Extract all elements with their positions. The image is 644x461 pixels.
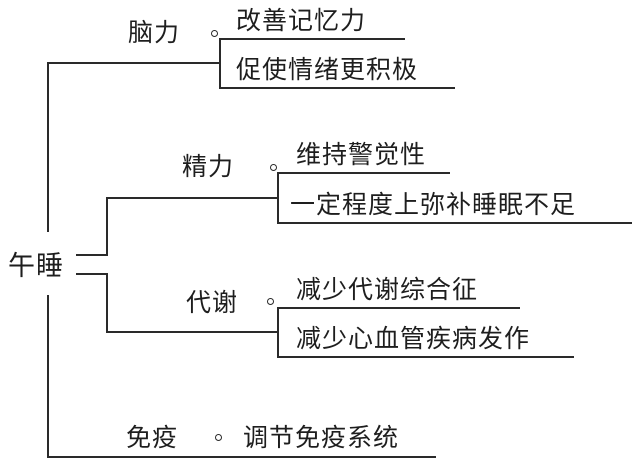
- root-node: 午睡: [8, 251, 64, 282]
- branch-immunity-node-icon: [215, 434, 222, 441]
- branch-energy-item-1-underline: [277, 172, 450, 174]
- branch-brain-label: 脑力: [128, 18, 181, 47]
- branch-brain-item-1-underline: [219, 38, 405, 40]
- spine-upper: [47, 62, 49, 232]
- branch-immunity-underline: [47, 456, 436, 458]
- branch-brain-item-2: 促使情绪更积极: [236, 55, 419, 84]
- branch-brain-item-1: 改善记忆力: [236, 6, 367, 35]
- branch-energy-item-2: 一定程度上弥补睡眠不足: [290, 190, 577, 219]
- spine-lower: [47, 295, 49, 458]
- branch-metabolism-node-icon: [267, 298, 274, 305]
- branch-energy-riser: [106, 197, 108, 256]
- branch-brain-bracket: [219, 38, 221, 89]
- branch-metabolism-item-2: 减少心血管疾病发作: [296, 324, 531, 353]
- branch-energy-connector: [106, 197, 279, 199]
- branch-metabolism-drop: [106, 273, 108, 333]
- branch-metabolism-item-1-underline: [277, 307, 520, 309]
- branch-energy-label: 精力: [182, 152, 235, 181]
- branch-metabolism-label: 代谢: [186, 288, 239, 317]
- branch-brain-node-icon: [211, 30, 218, 37]
- branch-energy-item-2-underline: [277, 222, 632, 224]
- branch-metabolism-item-2-underline: [277, 356, 574, 358]
- branch-immunity-item-1: 调节免疫系统: [243, 423, 400, 452]
- branch-brain-connector: [47, 62, 221, 64]
- branch-metabolism-bracket: [277, 307, 279, 358]
- root-stub-upper: [76, 254, 108, 256]
- branch-metabolism-connector: [106, 331, 279, 333]
- root-stub-lower: [76, 273, 108, 275]
- branch-energy-item-1: 维持警觉性: [296, 140, 427, 169]
- branch-metabolism-item-1: 减少代谢综合征: [296, 275, 479, 304]
- branch-brain-item-2-underline: [219, 87, 455, 89]
- branch-energy-node-icon: [270, 164, 277, 171]
- branch-energy-bracket: [277, 172, 279, 224]
- branch-immunity-label: 免疫: [126, 423, 179, 452]
